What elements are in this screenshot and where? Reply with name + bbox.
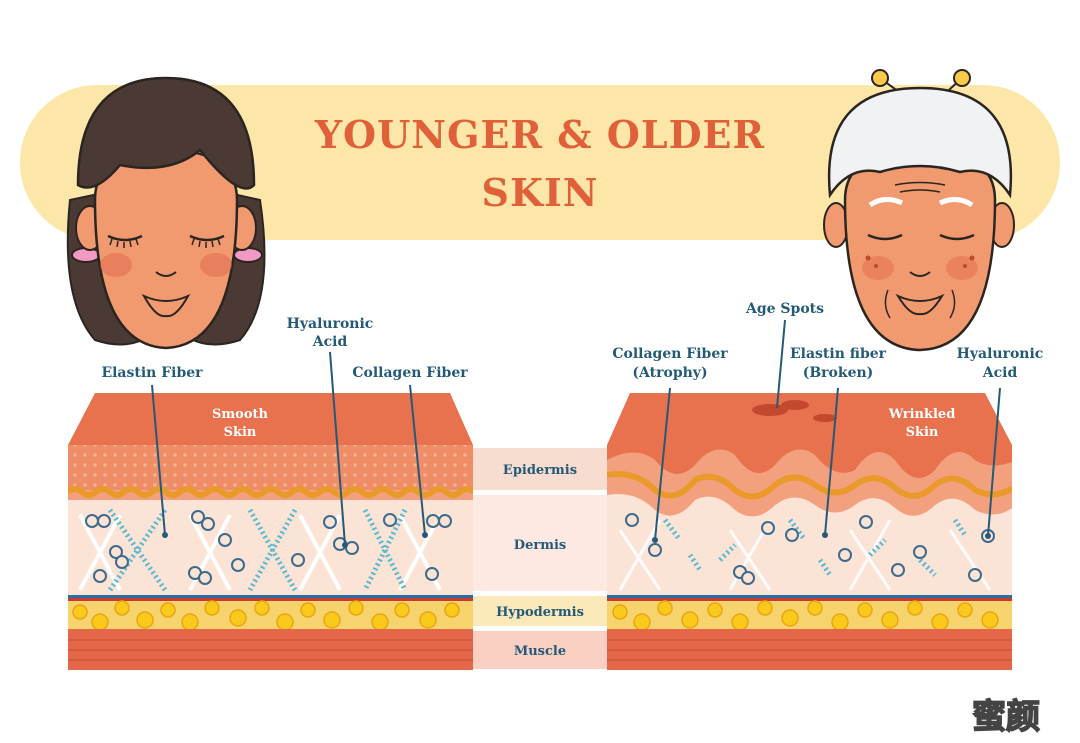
callout-lines xyxy=(151,319,1001,546)
old-inset-label-2: Skin xyxy=(906,425,939,440)
old-label-collagen-2: (Atrophy) xyxy=(632,365,707,381)
young-label-hyaluronic-2: Acid xyxy=(312,334,348,350)
old-label-elastin-1: Elastin fiber xyxy=(790,346,887,362)
old-face-illustration xyxy=(823,69,1015,352)
old-skin-block: Wrinkled Skin xyxy=(607,393,1012,670)
young-label-hyaluronic-1: Hyaluronic xyxy=(287,316,374,332)
layer-muscle: Muscle xyxy=(514,644,566,659)
layer-legend: Epidermis Dermis Hypodermis Muscle xyxy=(473,448,607,669)
old-inset-label-1: Wrinkled xyxy=(888,407,956,422)
young-skin-block: Smooth Skin xyxy=(68,393,473,670)
young-label-collagen: Collagen Fiber xyxy=(352,365,468,381)
watermark: 蜜颜 xyxy=(972,697,1040,737)
layer-dermis: Dermis xyxy=(514,538,566,553)
young-face-illustration xyxy=(66,76,266,350)
young-inset-label-2: Skin xyxy=(224,425,257,440)
young-inset-label-1: Smooth xyxy=(212,407,268,422)
old-label-collagen-1: Collagen Fiber xyxy=(612,346,728,362)
layer-hypodermis: Hypodermis xyxy=(496,605,584,620)
young-label-elastin: Elastin Fiber xyxy=(101,365,203,381)
title-line-2: SKIN xyxy=(482,170,599,215)
title-line-1: YOUNGER & OLDER xyxy=(314,112,765,157)
old-label-age-spots: Age Spots xyxy=(745,301,824,317)
old-label-hyaluronic-1: Hyaluronic xyxy=(957,346,1044,362)
title-banner xyxy=(20,85,1060,240)
layer-epidermis: Epidermis xyxy=(503,463,577,478)
old-label-hyaluronic-2: Acid xyxy=(982,365,1018,381)
old-label-elastin-2: (Broken) xyxy=(803,365,874,381)
